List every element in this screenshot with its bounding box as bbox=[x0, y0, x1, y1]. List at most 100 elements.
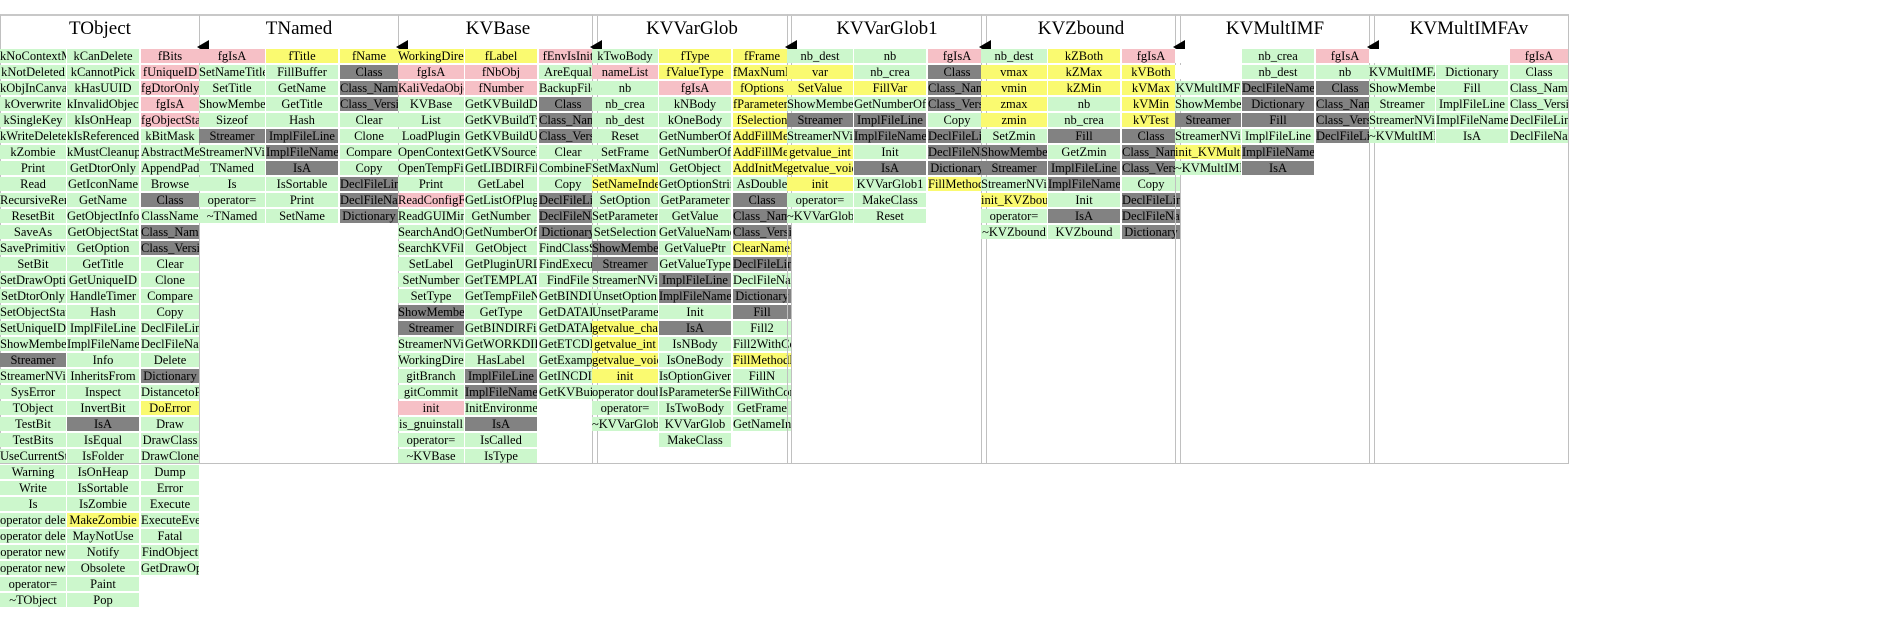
member-cell[interactable]: FindFile bbox=[539, 273, 597, 287]
member-cell[interactable]: Error bbox=[141, 481, 199, 495]
member-cell[interactable]: Warning bbox=[0, 465, 66, 479]
member-cell[interactable]: GetLabel bbox=[465, 177, 537, 191]
member-cell[interactable]: ShowMembers bbox=[787, 97, 853, 111]
member-cell[interactable]: operator delete[] bbox=[0, 529, 66, 543]
member-cell[interactable]: GetOption bbox=[67, 241, 139, 255]
member-cell[interactable]: Class bbox=[1510, 65, 1568, 79]
member-cell[interactable]: fParameters bbox=[733, 97, 791, 111]
member-cell[interactable]: StreamerNVirtual bbox=[787, 129, 853, 143]
member-cell[interactable]: Dictionary bbox=[539, 225, 597, 239]
member-cell[interactable]: GetUniqueID bbox=[67, 273, 139, 287]
member-cell[interactable]: ImplFileName bbox=[1048, 177, 1120, 191]
member-cell[interactable]: Class bbox=[340, 65, 398, 79]
member-cell[interactable]: GetNumberOfBranches bbox=[659, 129, 731, 143]
member-cell[interactable]: Init bbox=[659, 305, 731, 319]
member-cell[interactable]: DeclFileLine bbox=[1316, 129, 1374, 143]
member-cell[interactable]: Is bbox=[199, 177, 265, 191]
member-cell[interactable]: Class_Version bbox=[1510, 97, 1568, 111]
member-cell[interactable]: ~KVMultIMFAv bbox=[1369, 129, 1435, 143]
member-cell[interactable]: Print bbox=[0, 161, 66, 175]
member-cell[interactable]: ~KVVarGlob bbox=[592, 417, 658, 431]
member-cell[interactable]: var bbox=[787, 65, 853, 79]
member-cell[interactable]: DeclFileName bbox=[1510, 129, 1568, 143]
member-cell[interactable]: Class bbox=[539, 97, 597, 111]
member-cell[interactable]: fgDtorOnly bbox=[141, 81, 199, 95]
member-cell[interactable]: is_gnuinstall bbox=[398, 417, 464, 431]
member-cell[interactable]: Fill bbox=[733, 305, 791, 319]
member-cell[interactable]: zmin bbox=[981, 113, 1047, 127]
member-cell[interactable]: GetValueName bbox=[659, 225, 731, 239]
member-cell[interactable]: Class_Version bbox=[1316, 113, 1374, 127]
member-cell[interactable]: Print bbox=[266, 193, 338, 207]
member-cell[interactable]: IsA bbox=[659, 321, 731, 335]
member-cell[interactable]: kInvalidObject bbox=[67, 97, 139, 111]
member-cell[interactable]: nameList bbox=[592, 65, 658, 79]
member-cell[interactable]: getvalue_char bbox=[592, 321, 658, 335]
member-cell[interactable]: fTitle bbox=[266, 49, 338, 63]
member-cell[interactable]: StreamerNVirtual bbox=[1369, 113, 1435, 127]
member-cell[interactable]: fBits bbox=[141, 49, 199, 63]
member-cell[interactable]: Sizeof bbox=[199, 113, 265, 127]
member-cell[interactable]: ImplFileLine bbox=[659, 273, 731, 287]
member-cell[interactable]: DoError bbox=[141, 401, 199, 415]
member-cell[interactable]: Fill2 bbox=[733, 321, 791, 335]
member-cell[interactable]: IsParameterSet bbox=[659, 385, 731, 399]
member-cell[interactable]: ExecuteEvent bbox=[141, 513, 199, 527]
member-cell[interactable]: AddFillMethod bbox=[733, 129, 791, 143]
member-cell[interactable]: GetIconName bbox=[67, 177, 139, 191]
member-cell[interactable]: Pop bbox=[67, 593, 139, 607]
member-cell[interactable]: IsType bbox=[465, 449, 537, 463]
member-cell[interactable]: getvalue_int bbox=[787, 145, 853, 159]
member-cell[interactable]: DeclFileLine bbox=[141, 321, 199, 335]
member-cell[interactable]: ~KVZbound bbox=[981, 225, 1047, 239]
member-cell[interactable]: Class_Version bbox=[141, 241, 199, 255]
member-cell[interactable]: MakeClass bbox=[659, 433, 731, 447]
member-cell[interactable]: ShowMembers bbox=[398, 305, 464, 319]
member-cell[interactable]: Copy bbox=[539, 177, 597, 191]
member-cell[interactable]: GetDrawOption bbox=[141, 561, 199, 575]
member-cell[interactable]: GetListOfPlugins bbox=[465, 193, 537, 207]
member-cell[interactable]: Class bbox=[1316, 81, 1374, 95]
member-cell[interactable]: Streamer bbox=[592, 257, 658, 271]
member-cell[interactable]: SetSelection bbox=[592, 225, 658, 239]
member-cell[interactable]: GetDtorOnly bbox=[67, 161, 139, 175]
member-cell[interactable]: operator= bbox=[981, 209, 1047, 223]
member-cell[interactable]: fgIsA bbox=[928, 49, 986, 63]
member-cell[interactable]: ImplFileLine bbox=[1048, 161, 1120, 175]
member-cell[interactable]: kTwoBody bbox=[592, 49, 658, 63]
member-cell[interactable]: ResetBit bbox=[0, 209, 66, 223]
member-cell[interactable]: fgIsA bbox=[398, 65, 464, 79]
member-cell[interactable]: OpenContextMenu bbox=[398, 145, 464, 159]
member-cell[interactable]: IsCalled bbox=[465, 433, 537, 447]
member-cell[interactable]: GetWORKDIRFilePath bbox=[465, 337, 537, 351]
member-cell[interactable]: IsA bbox=[266, 161, 338, 175]
member-cell[interactable]: fgIsA bbox=[1510, 49, 1568, 63]
member-cell[interactable]: Streamer bbox=[1369, 97, 1435, 111]
member-cell[interactable]: GetType bbox=[465, 305, 537, 319]
member-cell[interactable]: GetINCDIRFilePath bbox=[539, 369, 597, 383]
member-cell[interactable]: Class_Name bbox=[1510, 81, 1568, 95]
member-cell[interactable]: Class bbox=[928, 65, 986, 79]
member-cell[interactable]: Class_Version bbox=[928, 97, 986, 111]
member-cell[interactable]: ImplFileName bbox=[465, 385, 537, 399]
member-cell[interactable] bbox=[1175, 65, 1241, 79]
member-cell[interactable]: Class bbox=[141, 193, 199, 207]
member-cell[interactable]: InitEnvironment bbox=[465, 401, 537, 415]
member-cell[interactable]: kCannotPick bbox=[67, 65, 139, 79]
member-cell[interactable]: Streamer bbox=[0, 353, 66, 367]
member-cell[interactable]: SetNameIndex bbox=[592, 177, 658, 191]
member-cell[interactable]: ImplFileLine bbox=[67, 321, 139, 335]
member-cell[interactable]: GetName bbox=[67, 193, 139, 207]
member-cell[interactable]: GetKVSourceDir bbox=[465, 145, 537, 159]
member-cell[interactable]: init_KVZbound bbox=[981, 193, 1047, 207]
member-cell[interactable]: Class bbox=[733, 193, 791, 207]
member-cell[interactable]: getvalue_void bbox=[592, 353, 658, 367]
member-cell[interactable]: GetNumberOfValues bbox=[854, 97, 926, 111]
member-cell[interactable]: ~KVMultIMF bbox=[1175, 161, 1241, 175]
member-cell[interactable]: Copy bbox=[1122, 177, 1180, 191]
member-cell[interactable]: fgIsA bbox=[659, 81, 731, 95]
member-cell[interactable]: AsDouble bbox=[733, 177, 791, 191]
member-cell[interactable]: fOptions bbox=[733, 81, 791, 95]
member-cell[interactable]: Class_Version bbox=[539, 129, 597, 143]
member-cell[interactable]: operator= bbox=[398, 433, 464, 447]
